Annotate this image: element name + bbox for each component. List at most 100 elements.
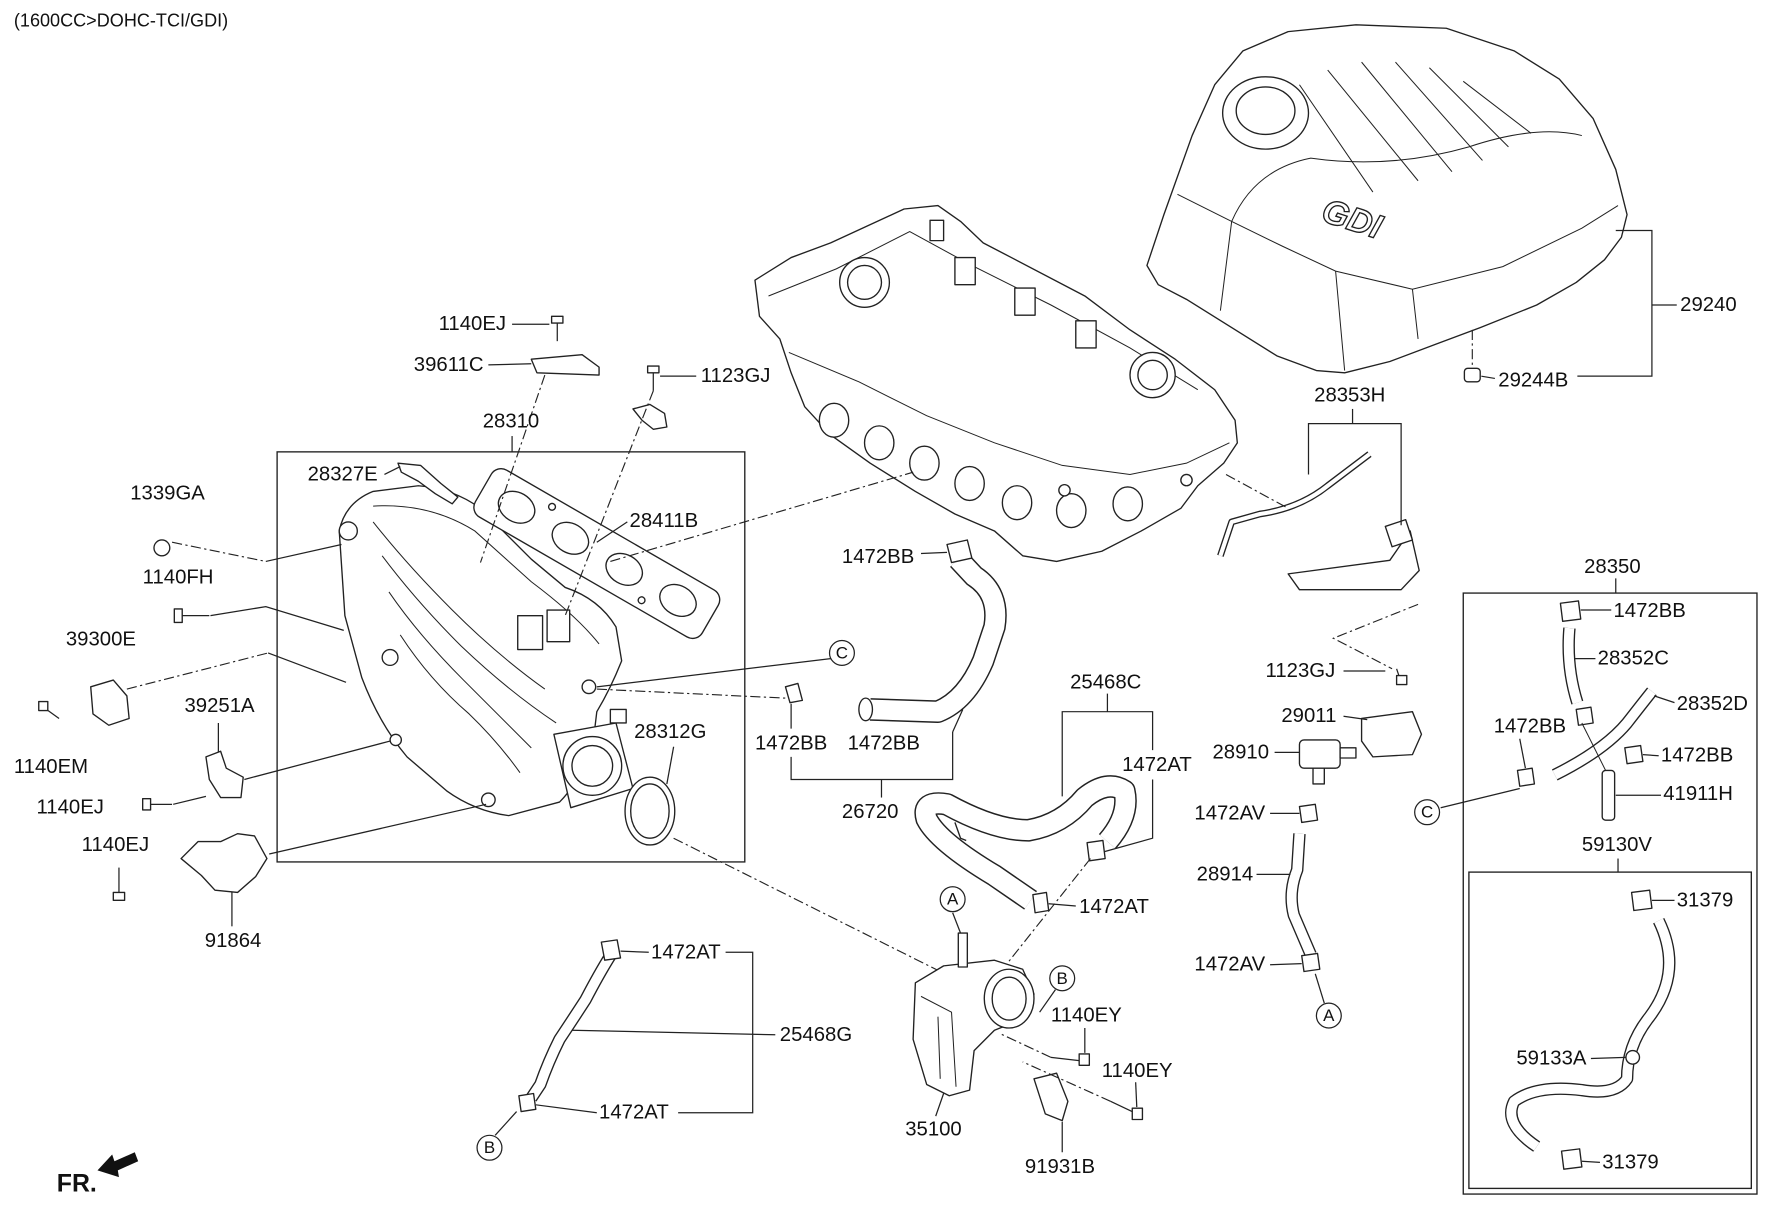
hose-fill bbox=[527, 953, 615, 1101]
label-39611c: 39611C bbox=[414, 354, 484, 376]
bolt-1140ey-upper bbox=[1050, 1056, 1081, 1062]
callout-letter: B bbox=[1057, 969, 1068, 988]
front-orientation: FR. bbox=[57, 1152, 139, 1197]
connector-link bbox=[1581, 722, 1607, 771]
callout-c-pcv: C bbox=[1414, 799, 1441, 826]
callout-circle bbox=[828, 639, 855, 666]
purge-valve-group bbox=[1256, 711, 1423, 1004]
throttle-flange-bore-inner bbox=[571, 744, 614, 787]
intake-manifold bbox=[338, 485, 634, 817]
label-91864: 91864 bbox=[205, 930, 262, 952]
label-1472av-upper: 1472AV bbox=[1194, 802, 1265, 824]
hose-59133a-fill bbox=[1506, 918, 1675, 1151]
leader-line bbox=[1331, 603, 1419, 670]
label-25468g: 25468G bbox=[780, 1024, 852, 1046]
bracket-91931b bbox=[1033, 1072, 1069, 1122]
oil-filler-neck-inner bbox=[846, 264, 883, 301]
label-1472bb-r1: 1472BB bbox=[1614, 600, 1686, 622]
breather-hose-subgroup-box bbox=[1468, 871, 1753, 1190]
clamp-31379 bbox=[1630, 889, 1653, 912]
leader-line bbox=[1481, 375, 1495, 380]
manifold-clip bbox=[632, 403, 668, 430]
label-1472bb-top: 1472BB bbox=[842, 546, 914, 568]
bolt-1140ey-lower-head bbox=[1131, 1107, 1144, 1121]
label-1140ey-upper: 1140EY bbox=[1051, 1005, 1122, 1027]
label-1123gj-right: 1123GJ bbox=[1266, 660, 1336, 682]
pipe-bracket bbox=[1287, 530, 1420, 591]
label-28910: 28910 bbox=[1212, 741, 1269, 763]
connector-41911h bbox=[1601, 769, 1616, 821]
leader-line bbox=[1314, 973, 1325, 1004]
bracket-39611c bbox=[530, 354, 600, 376]
part-labels: 1140EJ 39611C 1123GJ 28310 28327E 1339GA… bbox=[14, 294, 1748, 1178]
label-1123gj-left: 1123GJ bbox=[701, 365, 771, 387]
engine-cover-ribs bbox=[1299, 61, 1532, 193]
callout-letter: A bbox=[1323, 1006, 1335, 1025]
grommet-29244b bbox=[1463, 367, 1481, 383]
intake-port bbox=[909, 445, 940, 481]
clamp-1472av bbox=[1298, 803, 1319, 824]
label-1140ey-lower: 1140EY bbox=[1102, 1060, 1173, 1082]
throttle-motor-housing bbox=[920, 995, 957, 1087]
leader-line bbox=[1022, 1061, 1112, 1102]
leader-line bbox=[210, 605, 344, 631]
label-28411b: 28411B bbox=[630, 510, 699, 532]
leader-line bbox=[1007, 858, 1091, 963]
cover-29011 bbox=[1360, 711, 1423, 758]
label-1140em: 1140EM bbox=[14, 756, 88, 778]
leader-lines-cover bbox=[1481, 229, 1677, 380]
bracket-line bbox=[678, 951, 754, 1114]
bolt-1123gj-right-head bbox=[1395, 674, 1408, 686]
callout-circle bbox=[1049, 965, 1076, 992]
clamp-1472av bbox=[1301, 952, 1321, 973]
bracket-line bbox=[1103, 779, 1154, 853]
callout-letter: C bbox=[1421, 803, 1433, 822]
front-arrow-icon bbox=[97, 1152, 139, 1178]
label-1472bb-r3: 1472BB bbox=[1661, 745, 1733, 767]
label-59130v: 59130V bbox=[1582, 834, 1653, 856]
valve-28910 bbox=[1298, 739, 1341, 769]
callout-a-throttle: A bbox=[939, 886, 966, 913]
leader-line bbox=[1440, 787, 1520, 809]
intake-port bbox=[1112, 486, 1144, 522]
clamp-1472at bbox=[518, 1092, 537, 1113]
manifold-boss bbox=[389, 733, 403, 747]
label-1140fh: 1140FH bbox=[143, 566, 214, 588]
pcv-hose-group-box bbox=[1462, 592, 1758, 1195]
ignition-coil-boss bbox=[954, 256, 976, 286]
leader-line bbox=[596, 657, 831, 688]
engine-cover: GDI bbox=[1146, 24, 1628, 383]
leader-line bbox=[610, 471, 914, 562]
callout-letter: B bbox=[484, 1138, 495, 1157]
bracket-91864 bbox=[180, 833, 268, 894]
valve-28910-nipple bbox=[1312, 767, 1325, 785]
coolant-hose-25468c bbox=[914, 775, 1137, 914]
callout-circle bbox=[939, 886, 966, 913]
bolt-1140ej-low-head bbox=[112, 891, 126, 902]
leader-line bbox=[1270, 962, 1302, 966]
leader-line bbox=[1519, 738, 1527, 769]
bracket-line bbox=[1307, 423, 1402, 526]
injector-boss bbox=[517, 614, 544, 651]
hose-59133a-outline bbox=[1505, 917, 1676, 1152]
manifold-boss bbox=[381, 648, 399, 667]
gasket-bolt-hole bbox=[637, 596, 646, 605]
leader-line bbox=[244, 740, 391, 781]
label-28312g: 28312G bbox=[634, 721, 706, 743]
head-bolt bbox=[1058, 483, 1071, 497]
small-parts-left bbox=[38, 315, 668, 902]
sensor-28327e bbox=[397, 462, 459, 505]
pipe-fill bbox=[1218, 452, 1371, 557]
label-29240: 29240 bbox=[1680, 294, 1737, 316]
intake-port bbox=[863, 425, 895, 461]
label-39300e: 39300E bbox=[66, 628, 136, 650]
cylinder-head bbox=[754, 204, 1239, 563]
ignition-coil-boss bbox=[1014, 287, 1036, 316]
leader-line bbox=[1039, 989, 1056, 1013]
callout-c-manifold: C bbox=[828, 639, 855, 666]
head-bolt bbox=[1180, 473, 1193, 487]
throttle-gasket-inner bbox=[630, 783, 670, 839]
label-1140ej-top: 1140EJ bbox=[439, 313, 506, 335]
clamp-31379 bbox=[1560, 1148, 1583, 1170]
